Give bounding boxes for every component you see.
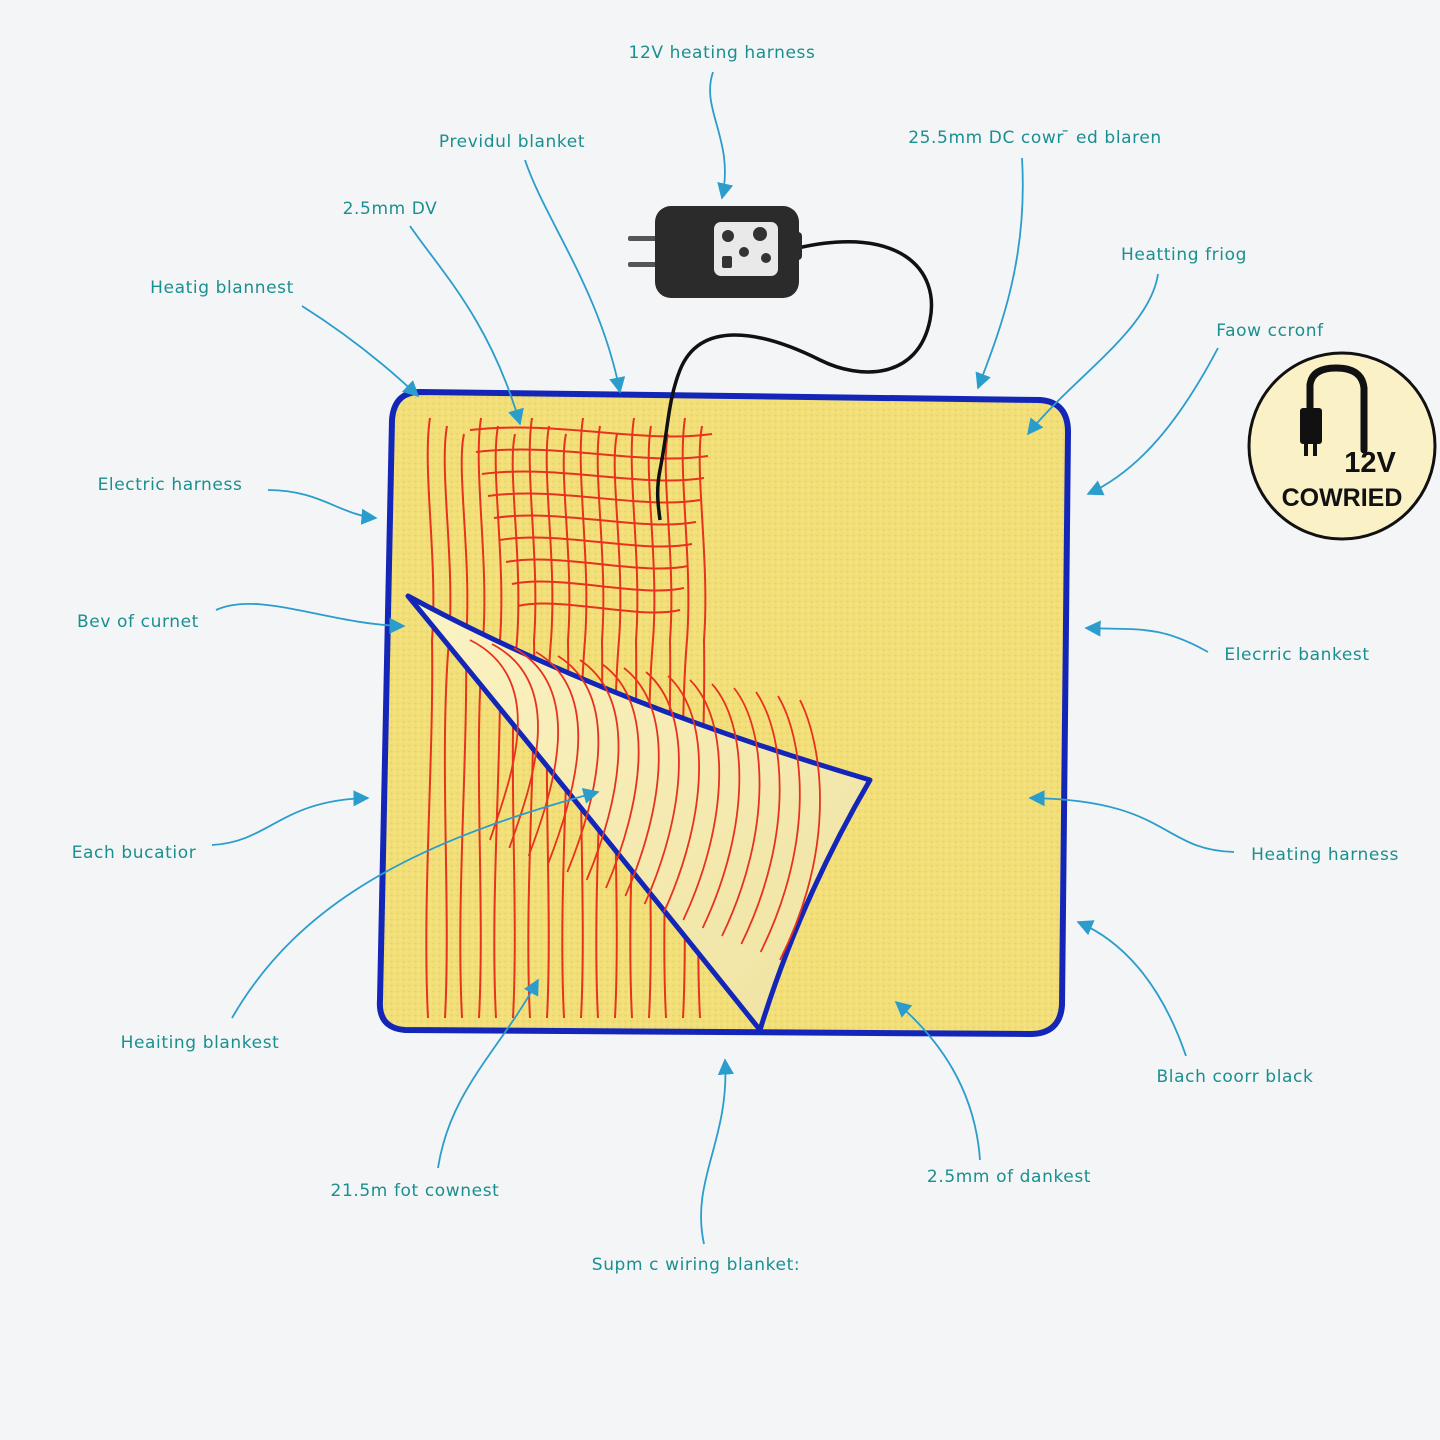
heating-wire <box>469 639 519 841</box>
label-heaiting-blankest: Heaiting blankest <box>121 1033 280 1053</box>
leader-line <box>437 978 539 1169</box>
heating-wire <box>779 699 821 961</box>
label-previdul-blanket: Previdul blanket <box>439 132 585 152</box>
heating-wire <box>475 448 709 460</box>
leader-line <box>267 489 378 525</box>
leader-line <box>700 1058 734 1245</box>
leader-line <box>409 225 524 426</box>
heating-wire <box>491 643 539 849</box>
heating-wire <box>425 417 435 1019</box>
heating-wire <box>579 417 588 1019</box>
heating-wire <box>721 687 761 937</box>
heating-wire <box>499 536 693 548</box>
leader-line <box>975 157 1024 390</box>
leader-line <box>1086 347 1219 496</box>
power-adapter-controller-icon <box>628 206 934 521</box>
heating-wire <box>579 659 620 881</box>
label-2-5mm-dv: 2.5mm DV <box>343 199 438 219</box>
heating-wire <box>561 433 571 1019</box>
leader-line <box>231 787 600 1019</box>
heating-wire <box>493 514 697 526</box>
leader-line <box>215 602 406 634</box>
heating-wire <box>759 695 801 953</box>
leader-line <box>1076 920 1187 1057</box>
label-supm-c-wiring-blanket: Supm c wiring blanket: <box>592 1255 800 1275</box>
heating-wire <box>601 663 640 889</box>
heating-wire <box>663 433 673 1019</box>
heating-wire <box>701 683 741 929</box>
heating-wire <box>613 433 622 1019</box>
label-21-5m-fot-cownest: 21.5m fot cownest <box>331 1181 500 1201</box>
label-heatig-blannest: Heatig blannest <box>150 278 294 298</box>
connector-plug-icon <box>1306 364 1368 454</box>
heating-wire <box>740 691 781 945</box>
folded-corner-flap <box>405 593 873 1033</box>
leader-line <box>894 1000 981 1161</box>
heating-wire <box>663 675 700 913</box>
heating-wire <box>643 671 680 905</box>
leader-line <box>1027 273 1159 436</box>
label-electric-harness: Electric harness <box>98 475 243 495</box>
label-dc-cowred-blaren: 25.5mm DC cowr ̄ ed blaren <box>908 128 1162 148</box>
leader-line <box>524 159 626 394</box>
label-bev-of-curnet: Bev of curnet <box>77 612 199 632</box>
heating-wire <box>505 558 689 570</box>
callout-labels: 12V heating harness Previdul blanket 25.… <box>72 43 1399 1275</box>
heating-wire <box>517 602 681 614</box>
heating-wire <box>487 492 701 504</box>
label-faow-ccronf: Faow ccronf <box>1216 321 1324 341</box>
label-blach-coorr-black: Blach coorr black <box>1157 1067 1314 1087</box>
badge-voltage-text: 12V <box>1344 447 1396 479</box>
label-heatting-friog: Heatting friog <box>1121 245 1247 265</box>
voltage-badge: 12V COWRIED <box>1247 351 1437 541</box>
dc-cable-icon <box>655 240 934 521</box>
heating-wire <box>623 667 660 897</box>
label-2-5mm-of-dankest: 2.5mm of dankest <box>927 1167 1091 1187</box>
leader-line <box>1028 790 1235 853</box>
heating-wire <box>535 651 580 865</box>
heating-wire <box>595 425 605 1019</box>
leader-line <box>709 71 734 200</box>
heating-wire <box>513 647 559 857</box>
heating-wire <box>511 580 685 592</box>
heating-blanket <box>376 388 1072 1038</box>
leader-line <box>211 790 370 846</box>
leader-line <box>1084 620 1209 653</box>
heating-wire <box>682 679 721 921</box>
heating-wire <box>629 417 639 1019</box>
label-elecrric-bankest: Elecrric bankest <box>1224 645 1369 665</box>
heating-wire <box>469 426 713 438</box>
heating-wire <box>647 425 656 1019</box>
heating-wire <box>557 655 600 873</box>
label-12v-heating-harness: 12V heating harness <box>629 43 816 63</box>
label-heating-harness: Heating harness <box>1251 845 1399 865</box>
badge-brand-text: COWRIED <box>1282 484 1403 512</box>
heating-wire <box>481 470 705 482</box>
heating-wire <box>443 425 452 1019</box>
label-each-bucatior: Each bucatior <box>72 843 197 863</box>
leader-line <box>301 305 420 398</box>
